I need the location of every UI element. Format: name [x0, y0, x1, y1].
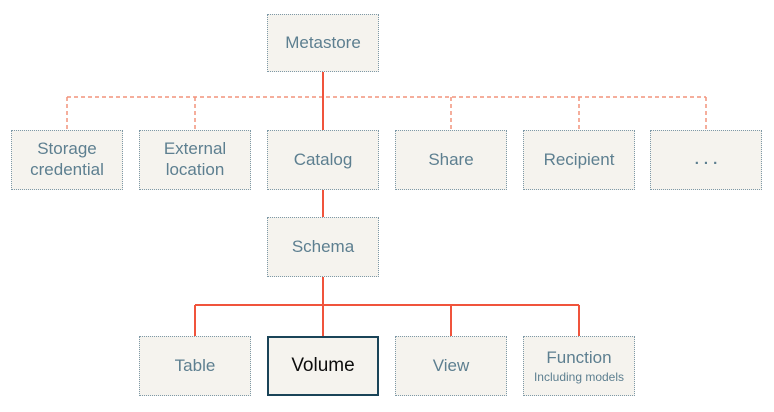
node-schema: Schema: [267, 217, 379, 277]
node-share-label: Share: [428, 149, 474, 169]
node-recipient: Recipient: [523, 130, 635, 190]
node-storage-credential-label: Storage credential: [30, 139, 104, 179]
node-recipient-label: Recipient: [543, 149, 615, 169]
node-ellipsis-label: ...: [694, 150, 723, 168]
node-catalog-label: Catalog: [293, 149, 353, 169]
node-external-location: External location: [139, 130, 251, 190]
node-volume-label: Volume: [291, 355, 355, 377]
node-metastore: Metastore: [267, 14, 379, 72]
node-table: Table: [139, 336, 251, 396]
node-share: Share: [395, 130, 507, 190]
node-catalog: Catalog: [267, 130, 379, 190]
node-view-label: View: [432, 355, 470, 375]
node-table-label: Table: [174, 355, 216, 375]
node-function: Function Including models: [523, 336, 635, 396]
node-view: View: [395, 336, 507, 396]
node-metastore-label: Metastore: [285, 32, 361, 52]
node-function-sublabel: Including models: [533, 369, 625, 384]
node-external-location-label: External location: [163, 139, 227, 179]
node-schema-label: Schema: [291, 236, 355, 256]
node-storage-credential: Storage credential: [11, 130, 123, 190]
node-function-label: Function: [546, 347, 612, 367]
node-volume: Volume: [267, 336, 379, 396]
node-ellipsis: ...: [650, 130, 762, 190]
